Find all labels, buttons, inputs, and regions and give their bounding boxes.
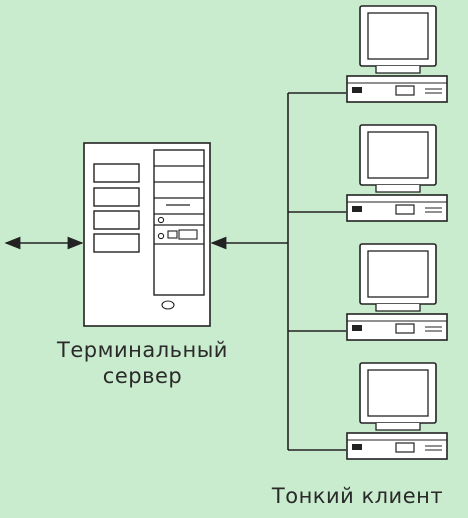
server-label-line1: Терминальный: [57, 338, 228, 362]
server-label: Терминальный сервер: [40, 337, 245, 389]
monitor-icon: [359, 243, 437, 312]
client-label: Тонкий клиент: [271, 484, 444, 508]
desktop-unit-icon: [346, 194, 448, 222]
server-label-line2: сервер: [102, 364, 183, 388]
monitor-icon: [359, 362, 437, 431]
monitor-icon: [359, 5, 437, 74]
monitor-icon: [359, 124, 437, 193]
server-tower-icon: [83, 142, 211, 327]
thin-client: [346, 362, 448, 460]
desktop-unit-icon: [346, 313, 448, 341]
desktop-unit-icon: [346, 432, 448, 460]
thin-client: [346, 5, 448, 103]
thin-client: [346, 243, 448, 341]
thin-client: [346, 124, 448, 222]
desktop-unit-icon: [346, 75, 448, 103]
